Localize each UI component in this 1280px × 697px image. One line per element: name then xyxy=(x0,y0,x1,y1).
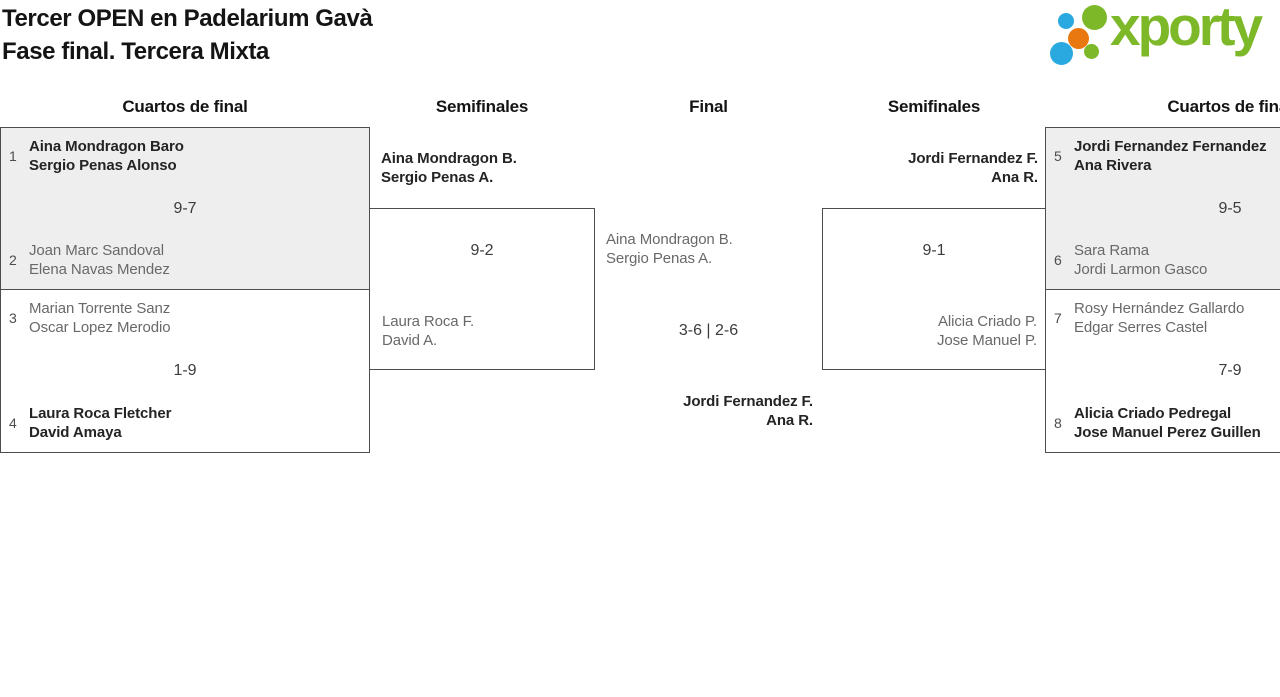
column-header-quarterfinals-right: Cuartos de final xyxy=(1167,97,1280,116)
player-name: Jordi Fernandez Fernandez xyxy=(1074,138,1267,155)
player-name: Sergio Penas Alonso xyxy=(29,157,177,174)
team-players: Jordi Fernandez F. Ana R. xyxy=(826,149,1038,187)
logo-dot-green-small-icon xyxy=(1084,44,1099,59)
team-players: Alicia Criado P. Jose Manuel P. xyxy=(835,312,1037,350)
seed-number: 3 xyxy=(9,310,17,326)
team-players: Marian Torrente Sanz Oscar Lopez Merodio xyxy=(29,299,171,337)
team-entry-seed-6[interactable]: 6 Sara Rama Jordi Larmon Gasco xyxy=(1054,241,1207,279)
seed-number: 7 xyxy=(1054,310,1062,326)
team-players: Jordi Fernandez F. Ana R. xyxy=(599,392,813,430)
team-players: Jordi Fernandez Fernandez Ana Rivera xyxy=(1074,137,1267,175)
player-name: Jordi Larmon Gasco xyxy=(1074,261,1208,278)
logo-wordmark: xporty xyxy=(1110,0,1263,57)
logo-dot-green-large-icon xyxy=(1082,5,1107,30)
team-entry-seed-4[interactable]: 4 Laura Roca Fletcher David Amaya xyxy=(9,404,171,442)
team-players: Rosy Hernández Gallardo Edgar Serres Cas… xyxy=(1074,299,1244,337)
player-name: Aina Mondragon B. xyxy=(606,231,733,248)
team-entry-seed-8[interactable]: 8 Alicia Criado Pedregal Jose Manuel Per… xyxy=(1054,404,1261,442)
player-name: Jordi Fernandez F. xyxy=(908,150,1038,167)
player-name: Aina Mondragon Baro xyxy=(29,138,184,155)
seed-number: 6 xyxy=(1054,252,1062,268)
team-entry-seed-7[interactable]: 7 Rosy Hernández Gallardo Edgar Serres C… xyxy=(1054,299,1244,337)
sf-left-loser-team[interactable]: Laura Roca F. David A. xyxy=(378,312,474,350)
qf-match-2: 3 Marian Torrente Sanz Oscar Lopez Merod… xyxy=(0,289,370,453)
sf-match-right: 9-1 Alicia Criado P. Jose Manuel P. xyxy=(822,208,1046,370)
player-name: Alicia Criado P. xyxy=(937,313,1037,330)
player-name: Ana R. xyxy=(991,169,1038,186)
seed-number: 8 xyxy=(1054,415,1062,431)
player-name: Ana R. xyxy=(766,412,813,429)
player-name: Ana Rivera xyxy=(1074,157,1152,174)
player-name: Rosy Hernández Gallardo xyxy=(1074,300,1245,317)
column-header-quarterfinals-left: Cuartos de final xyxy=(122,97,248,116)
match-score: 9-2 xyxy=(470,242,494,259)
team-players: Sara Rama Jordi Larmon Gasco xyxy=(1074,241,1207,279)
team-players: Joan Marc Sandoval Elena Navas Mendez xyxy=(29,241,170,279)
team-players: Aina Mondragon B. Sergio Penas A. xyxy=(381,149,517,187)
sf-right-winner-team[interactable]: Jordi Fernandez F. Ana R. xyxy=(822,149,1038,187)
match-score: 9-7 xyxy=(173,200,197,217)
qf-match-1: 1 Aina Mondragon Baro Sergio Penas Alons… xyxy=(0,127,370,290)
logo-dot-blue-large-icon xyxy=(1050,42,1073,65)
sf-match-left: 9-2 Laura Roca F. David A. xyxy=(369,208,595,370)
player-name: David Amaya xyxy=(29,424,122,441)
team-entry-seed-2[interactable]: 2 Joan Marc Sandoval Elena Navas Mendez xyxy=(9,241,170,279)
final-match-score: 3-6 | 2-6 xyxy=(678,322,739,339)
player-name: Sergio Penas A. xyxy=(381,169,494,186)
seed-number: 5 xyxy=(1054,148,1062,164)
player-name: Elena Navas Mendez xyxy=(29,261,170,278)
tournament-phase-line2: Fase final. Tercera Mixta xyxy=(2,38,270,65)
match-score: 9-1 xyxy=(922,242,946,259)
final-winner-team[interactable]: Jordi Fernandez F. Ana R. xyxy=(595,392,813,430)
qf-match-3: 5 Jordi Fernandez Fernandez Ana Rivera 9… xyxy=(1045,127,1280,290)
column-header-final: Final xyxy=(689,97,728,116)
player-name: Marian Torrente Sanz xyxy=(29,300,171,317)
player-name: Joan Marc Sandoval xyxy=(29,242,164,259)
sf-right-loser-team[interactable]: Alicia Criado P. Jose Manuel P. xyxy=(831,312,1037,350)
team-players: Alicia Criado Pedregal Jose Manuel Perez… xyxy=(1074,404,1261,442)
team-entry-seed-5[interactable]: 5 Jordi Fernandez Fernandez Ana Rivera xyxy=(1054,137,1267,175)
player-name: Oscar Lopez Merodio xyxy=(29,319,171,336)
player-name: Aina Mondragon B. xyxy=(381,150,517,167)
player-name: David A. xyxy=(382,332,438,349)
match-score: 9-5 xyxy=(1218,200,1242,217)
qf-match-4: 7 Rosy Hernández Gallardo Edgar Serres C… xyxy=(1045,289,1280,453)
xporty-logo: xporty xyxy=(0,0,1280,80)
team-players: Laura Roca Fletcher David Amaya xyxy=(29,404,171,442)
team-players: Aina Mondragon B. Sergio Penas A. xyxy=(606,230,733,268)
final-loser-team[interactable]: Aina Mondragon B. Sergio Penas A. xyxy=(602,230,733,268)
match-score: 1-9 xyxy=(173,362,197,379)
seed-number: 2 xyxy=(9,252,17,268)
seed-number: 1 xyxy=(9,148,17,164)
team-entry-seed-3[interactable]: 3 Marian Torrente Sanz Oscar Lopez Merod… xyxy=(9,299,171,337)
tournament-title: Tercer OPEN en Padelarium Gavà Fase fina… xyxy=(2,2,373,68)
tournament-title-line1: Tercer OPEN en Padelarium Gavà xyxy=(2,5,373,32)
team-players: Laura Roca F. David A. xyxy=(382,312,474,350)
column-header-semifinals-left: Semifinales xyxy=(435,97,529,116)
team-players: Aina Mondragon Baro Sergio Penas Alonso xyxy=(29,137,184,175)
player-name: Edgar Serres Castel xyxy=(1074,319,1208,336)
player-name: Jose Manuel P. xyxy=(936,332,1037,349)
column-header-semifinals-right: Semifinales xyxy=(887,97,981,116)
player-name: Alicia Criado Pedregal xyxy=(1074,405,1232,422)
player-name: Sergio Penas A. xyxy=(606,250,713,267)
player-name: Laura Roca F. xyxy=(382,313,475,330)
logo-dot-orange-icon xyxy=(1068,28,1089,49)
match-score: 7-9 xyxy=(1218,362,1242,379)
seed-number: 4 xyxy=(9,415,17,431)
team-entry-seed-1[interactable]: 1 Aina Mondragon Baro Sergio Penas Alons… xyxy=(9,137,184,175)
player-name: Laura Roca Fletcher xyxy=(29,405,172,422)
player-name: Jose Manuel Perez Guillen xyxy=(1074,424,1261,441)
player-name: Sara Rama xyxy=(1074,242,1149,259)
sf-left-winner-team[interactable]: Aina Mondragon B. Sergio Penas A. xyxy=(377,149,517,187)
player-name: Jordi Fernandez F. xyxy=(683,393,813,410)
logo-dot-blue-small-icon xyxy=(1058,13,1074,29)
